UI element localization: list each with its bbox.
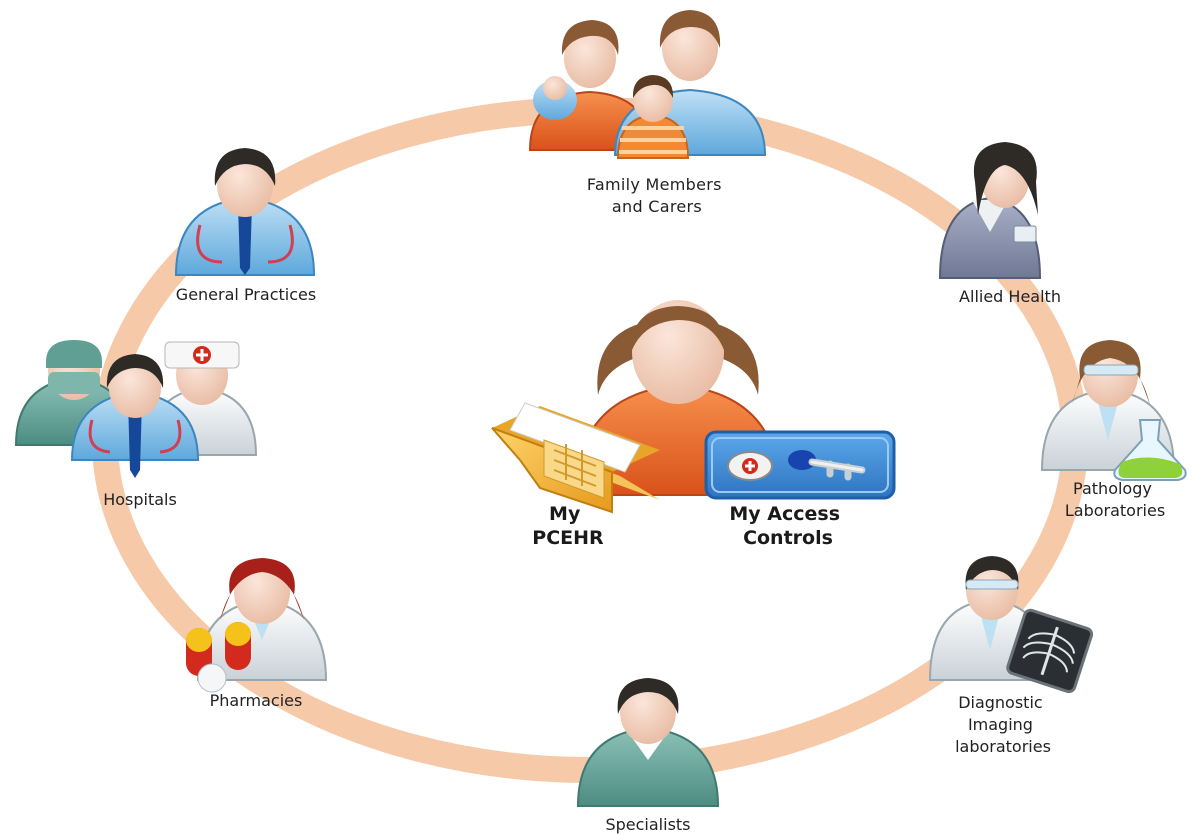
label-pcehr-line1: My — [549, 503, 581, 525]
label-hospitals: Hospitals — [103, 490, 177, 509]
label-my-access-controls: My Access Controls — [729, 503, 846, 549]
label-pathology-line2: Laboratories — [1065, 501, 1165, 520]
label-imaging-line2: Imaging — [968, 715, 1033, 734]
pathology-icon — [1040, 340, 1187, 481]
label-allied-health: Allied Health — [959, 287, 1061, 306]
label-hospitals-line1: Hospitals — [103, 490, 177, 509]
capsule-icon — [186, 622, 251, 693]
label-allied-line1: Allied Health — [959, 287, 1061, 306]
specialists-icon — [576, 678, 720, 807]
label-pharmacies: Pharmacies — [210, 691, 303, 710]
label-family-members: Family Members and Carers — [587, 175, 727, 216]
label-family-line1: Family Members — [587, 175, 722, 194]
label-gp-line1: General Practices — [176, 285, 316, 304]
allied-health-icon — [938, 142, 1042, 279]
label-diagnostic-imaging: Diagnostic Imaging laboratories — [955, 693, 1051, 756]
label-access-line1: My Access — [729, 503, 840, 525]
general-practices-icon — [174, 148, 316, 276]
folder-icon — [491, 402, 660, 514]
label-pathology-line1: Pathology — [1073, 479, 1152, 498]
label-family-line2: and Carers — [612, 197, 702, 216]
label-pharmacies-line1: Pharmacies — [210, 691, 303, 710]
pharmacies-icon — [186, 558, 328, 693]
label-imaging-line1: Diagnostic — [958, 693, 1043, 712]
label-my-pcehr: My PCEHR — [532, 503, 604, 549]
family-members-icon — [528, 10, 767, 159]
diagnostic-imaging-icon — [928, 556, 1094, 694]
label-imaging-line3: laboratories — [955, 737, 1051, 756]
label-general-practices: General Practices — [176, 285, 316, 304]
label-specialists-line1: Specialists — [605, 815, 690, 834]
label-specialists: Specialists — [605, 815, 690, 834]
label-access-line2: Controls — [743, 527, 833, 549]
label-pathology: Pathology Laboratories — [1065, 479, 1165, 520]
label-pcehr-line2: PCEHR — [532, 527, 604, 549]
access-controls-icon — [704, 430, 896, 500]
xray-icon — [1006, 608, 1094, 694]
hospitals-icon — [14, 340, 258, 478]
